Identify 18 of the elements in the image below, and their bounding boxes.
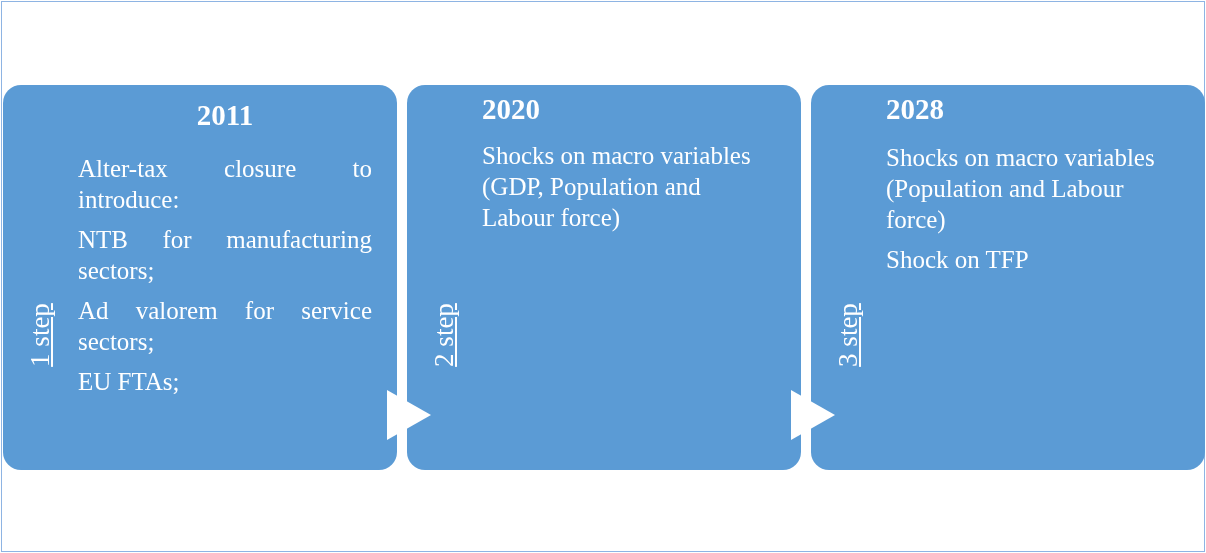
chevron-arrow [387,390,431,440]
step-box [3,85,397,470]
year-heading: 2020 [482,93,540,125]
step-label: 2 step [429,302,459,369]
year-heading: 2011 [195,99,255,131]
step-text: Alter-tax closure to introduce: [78,154,372,215]
year-heading: 2028 [886,93,944,125]
step-box [407,85,801,470]
step-text: Ad valorem for service sectors; [78,296,372,357]
step-label: 3 step [833,302,863,369]
step-text: NTB for manufacturing sectors; [78,225,372,286]
step-text: Shocks on macro variables (GDP, Population and Labour force) [482,141,752,233]
chevron-arrow [791,390,835,440]
step-box [811,85,1205,470]
step-text: Shock on TFP [886,245,1030,275]
step-text: Shocks on macro variables (Population and Labour force) [886,143,1156,235]
step-label: 1 step [25,302,55,369]
step-text: EU FTAs; [78,367,181,397]
